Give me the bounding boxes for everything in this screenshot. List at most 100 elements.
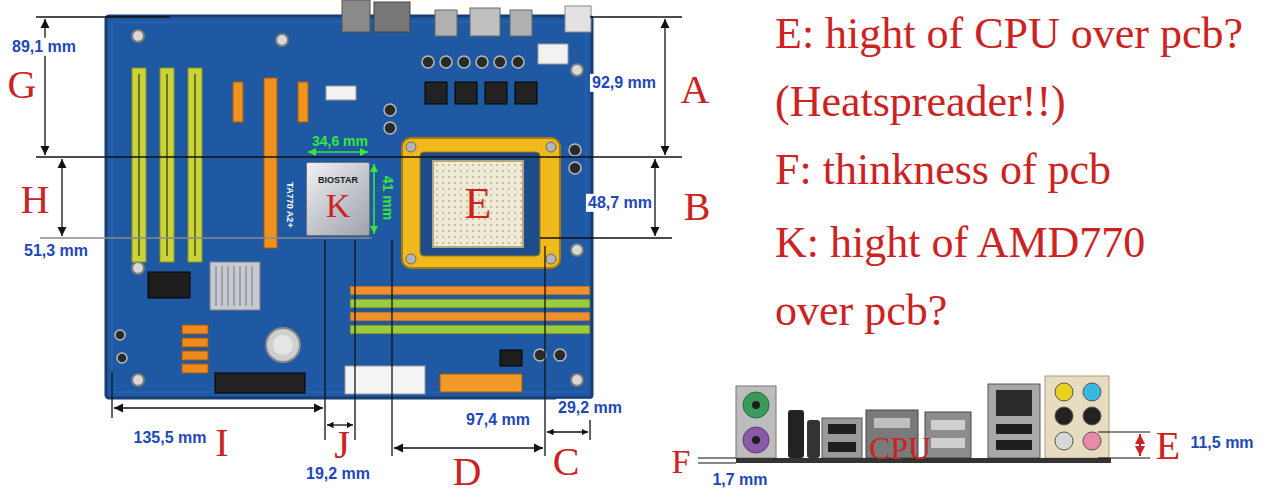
slot-groove [139,74,195,256]
southbridge-heatsink [233,266,235,306]
dimension-line [590,16,682,17]
vrm-choke [485,82,507,104]
dimension-line [36,156,682,157]
dimension-value: 48,7 mm [586,194,654,212]
pcie-slot [264,78,277,248]
board-marking: TA770 A2+ [285,182,295,227]
power-connector [326,86,356,100]
dimension-value: 19,2 mm [304,465,372,483]
dimension-line [324,240,325,440]
southbridge-heatsink [216,266,252,306]
dimension-value: 1,7 mm [710,471,769,489]
rear-io-ports [342,0,591,36]
rear-io-ports [470,8,500,36]
dimension-line [354,240,355,440]
sata-port [182,338,208,347]
io-panel-side-view [807,420,820,458]
slot-groove [194,74,196,256]
capacitor [512,56,524,68]
dimension-line [308,151,368,153]
capacitor [422,56,434,68]
dimension-line [1139,434,1141,456]
pcie-slot [233,78,308,248]
chipset-heatsink: BIOSTARK [306,162,370,236]
cmos-battery [273,335,293,355]
slot-groove [138,74,140,256]
io-panel-side-view [828,442,856,452]
rear-io-ports [342,0,370,32]
southbridge-heatsink [239,266,241,306]
dimension-line [394,447,543,448]
dimension-line [373,164,375,234]
annotation-note: K: hight of AMD770 over pcb? [775,209,1195,345]
callout-letter: D [453,452,482,492]
callout-letter: E [1156,426,1180,466]
southbridge-heatsink [227,266,229,306]
cpu-socket: E [432,160,524,248]
reference-line [40,238,372,239]
vrm-choke [515,82,537,104]
rear-io-ports [510,10,532,36]
rear-io-ports [374,2,410,32]
pcie-slot [298,82,308,122]
io-panel-side-view [996,390,1032,416]
dimension-line [544,246,545,456]
io-panel-side-view [925,412,971,458]
capacitor [476,56,488,68]
mounting-hole [571,374,583,386]
southbridge-heatsink [215,266,217,306]
mounting-hole [571,244,583,256]
pcie-slot [233,82,243,122]
southbridge-heatsink [210,262,260,310]
callout-letter: C [553,442,580,482]
dimension-value: 135,5 mm [132,429,209,447]
io-panel-side-view [752,436,760,444]
io-panel-side-view [788,410,804,458]
dimm-slot [350,312,590,321]
dimension-line [36,16,170,17]
capacitor [458,56,470,68]
floppy-connector [215,373,305,393]
atx-connector [345,366,425,394]
pcb-board [112,22,586,392]
capacitor [384,104,396,116]
callout-letter: J [334,425,350,465]
dimension-value: 41 mm [380,176,396,220]
callout-letter: K [326,189,351,223]
dimension-line [540,237,672,238]
dimension-line [654,159,655,236]
pcb-board [106,16,592,398]
callout-letter: H [21,180,50,220]
dimension-line [111,372,112,418]
capacitor [554,349,566,361]
io-panel-side-view [996,440,1032,450]
slot-groove [166,74,168,256]
capacitor [569,162,581,174]
dimension-line [36,17,682,456]
dimm-slot [350,299,590,308]
callout-letter: F [672,445,691,479]
cpu-retention-frame [546,254,556,264]
dimension-value: 92,9 mm [590,74,658,92]
southbridge-heatsink [251,266,253,306]
mounting-hole [276,34,288,46]
dimension-line [114,407,323,408]
mounting-hole [132,374,144,386]
io-panel-side-view [1083,407,1101,425]
dimension-line [664,19,665,155]
pcb-board [106,16,592,398]
pci-slot [132,68,202,262]
rear-io-ports [435,10,457,36]
pci-slot [132,68,146,262]
io-panel-side-view [736,376,1111,463]
southbridge-heatsink [221,266,223,306]
cpu-retention-frame [406,142,416,152]
dimension-line [1098,457,1150,458]
io-panel-side-view [1083,383,1101,401]
dimension-line [61,159,62,236]
chip [500,350,522,366]
cpu-retention-frame [406,142,556,264]
dimm-slot [350,286,590,334]
io-panel-side-view [996,424,1032,434]
vrm-choke [425,82,447,104]
